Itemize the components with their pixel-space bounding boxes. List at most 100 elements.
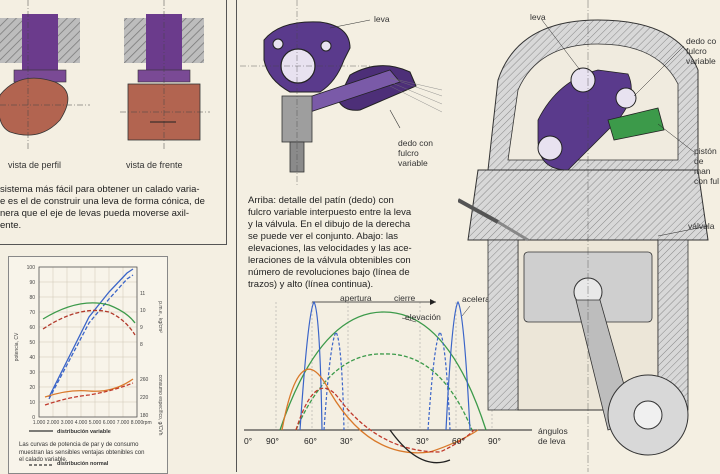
column-divider: [236, 0, 237, 472]
performance-graph-box: 100 90 80 70 60 50 40 30 20 10 0 11 10 9…: [8, 256, 168, 474]
legend-normal-label: distribución normal: [57, 461, 109, 467]
graph-note-line: muestran las sensibles ventajas obtenibl…: [19, 449, 145, 456]
cam-axis-title: ángulos de leva: [538, 426, 568, 446]
middle-paragraph-line: número de revoluciones bajo (línea de: [248, 267, 410, 278]
velocity-curve-high: [281, 368, 479, 454]
x-tick: 3.000: [61, 420, 74, 426]
y-tick-left: 0: [32, 415, 35, 421]
x-tick: 4.000: [75, 420, 88, 426]
x-tick: 7.000: [117, 420, 130, 426]
angle-tick: 90°: [488, 436, 501, 446]
middle-paragraph-line: se puede ver el conjunto. Abajo: las: [248, 231, 398, 242]
middle-label-dedo: dedo con fulcro variable: [398, 138, 433, 168]
middle-paragraph-line: y la válvula. En el dibujo de la derecha: [248, 219, 411, 230]
y-axis-label-right-bottom: consumo específico, g/CVh: [157, 375, 163, 436]
left-paragraph: sistema más fácil para obtener un calado…: [0, 184, 205, 232]
middle-paragraph-line: fulcro variable interpuesto entre la lev…: [248, 207, 412, 218]
performance-graph: 100 90 80 70 60 50 40 30 20 10 0 11 10 9…: [14, 265, 163, 466]
x-tick: 5.000: [89, 420, 102, 426]
y-tick-left: 30: [29, 370, 35, 376]
y-tick-left: 70: [29, 310, 35, 316]
right-label-dedo: dedo co fulcro variable: [686, 36, 716, 66]
middle-label-leva: leva: [374, 14, 390, 24]
y-axis-label-right-top: p.m.e., kg/cm²: [157, 301, 163, 333]
acceleration-curve-high: [299, 300, 471, 431]
right-label-piston-line: pistón: [694, 146, 717, 156]
y-tick-right-bottom: 220: [140, 395, 149, 401]
right-label-piston-line: con ful: [694, 176, 720, 186]
right-label-valvula: válvula: [688, 221, 715, 231]
consumption-curve-normal: [44, 382, 134, 406]
graph-note-line: el calado variable.: [19, 457, 68, 463]
y-tick-left: 10: [29, 400, 35, 406]
left-paragraph-line: e es el de construir una leva de forma c…: [0, 196, 205, 207]
power-curve-normal: [48, 274, 134, 400]
y-tick-left: 100: [27, 265, 36, 271]
cam-label-elevacion: elevación: [405, 312, 441, 322]
right-label-piston: pistón de man con ful: [694, 146, 720, 186]
elevation-curve-low: [295, 353, 473, 431]
y-tick-right-top: 9: [140, 325, 143, 331]
cam-lift-diagram: 0° 90° 60° 30° 30° 60° 90°: [244, 299, 532, 464]
middle-label-dedo-line: dedo con: [398, 138, 433, 148]
middle-paragraph-line: elevaciones, las velocidades y las ace-: [248, 243, 412, 254]
y-tick-right-top: 11: [140, 291, 145, 297]
cam-label-apertura: apertura: [340, 293, 372, 303]
x-tick: 2.000: [47, 420, 60, 426]
cam-axis-title-line: de leva: [538, 436, 566, 446]
caption-vista-de-frente: vista de frente: [126, 160, 183, 170]
acceleration-curve-low: [323, 330, 451, 431]
left-paragraph-line: nera que el eje de levas pueda moverse a…: [0, 208, 190, 219]
rocker-finger-illustration: [240, 0, 443, 185]
angle-tick: 90°: [266, 436, 279, 446]
cam-label-cierre: cierre: [394, 293, 416, 303]
consumption-curve-variable: [44, 378, 134, 398]
right-label-dedo-line: dedo co: [686, 36, 717, 46]
y-tick-right-bottom: 180: [140, 413, 149, 419]
middle-paragraph-line: Arriba: detalle del patín (dedo) con: [248, 195, 394, 206]
elevation-curve-high: [279, 311, 487, 431]
y-tick-left: 90: [29, 280, 35, 286]
pme-curve-normal: [42, 309, 136, 336]
middle-paragraph-line: leraciones de la válvula obtenibles con: [248, 255, 411, 266]
right-label-dedo-line: fulcro: [686, 46, 707, 56]
middle-paragraph-line: trazos) y alto (línea continua).: [248, 279, 374, 290]
x-tick: 6.000: [103, 420, 116, 426]
legend-variable: distribución variable: [57, 429, 111, 435]
y-tick-left: 40: [29, 355, 35, 361]
right-label-dedo-line: variable: [686, 56, 716, 66]
graph-note: Las curvas de potencia de par y de consu…: [19, 442, 144, 465]
angle-tick: 30°: [416, 436, 429, 446]
y-axis-label-left: potencia, CV: [14, 332, 20, 361]
power-curve-variable: [48, 268, 134, 398]
cam-profile-view-illustration: [0, 0, 210, 150]
middle-label-dedo-line: variable: [398, 158, 428, 168]
angle-tick: 0°: [244, 436, 252, 446]
right-label-piston-line: de man: [694, 156, 711, 176]
angle-tick: 30°: [340, 436, 353, 446]
x-unit: rpm: [143, 420, 152, 426]
left-panel: vista de perfil vista de frente sistema …: [0, 0, 227, 245]
y-tick-right-top: 8: [140, 342, 143, 348]
y-tick-left: 80: [29, 295, 35, 301]
pme-curve-variable: [42, 302, 136, 324]
y-tick-right-bottom: 260: [140, 377, 149, 383]
middle-paragraph: Arriba: detalle del patín (dedo) con ful…: [248, 195, 412, 291]
y-tick-left: 50: [29, 340, 35, 346]
angle-tick: 60°: [452, 436, 465, 446]
x-tick: 1.000: [33, 420, 46, 426]
cam-axis-title-line: ángulos: [538, 426, 568, 436]
angle-tick: 60°: [304, 436, 317, 446]
y-tick-left: 20: [29, 385, 35, 391]
caption-vista-de-perfil: vista de perfil: [8, 160, 62, 170]
velocity-curve-low: [295, 387, 475, 453]
y-tick-left: 60: [29, 325, 35, 331]
right-label-leva: leva: [530, 12, 546, 22]
left-paragraph-line: sistema más fácil para obtener un calado…: [0, 184, 200, 195]
y-tick-right-top: 10: [140, 308, 146, 314]
left-paragraph-line: ente.: [0, 220, 22, 231]
cam-label-aceleracion: aceleración: [462, 294, 506, 304]
engine-cutaway-illustration: [458, 0, 709, 472]
middle-label-dedo-line: fulcro: [398, 148, 419, 158]
graph-note-line: Las curvas de potencia de par y de consu…: [19, 442, 139, 448]
